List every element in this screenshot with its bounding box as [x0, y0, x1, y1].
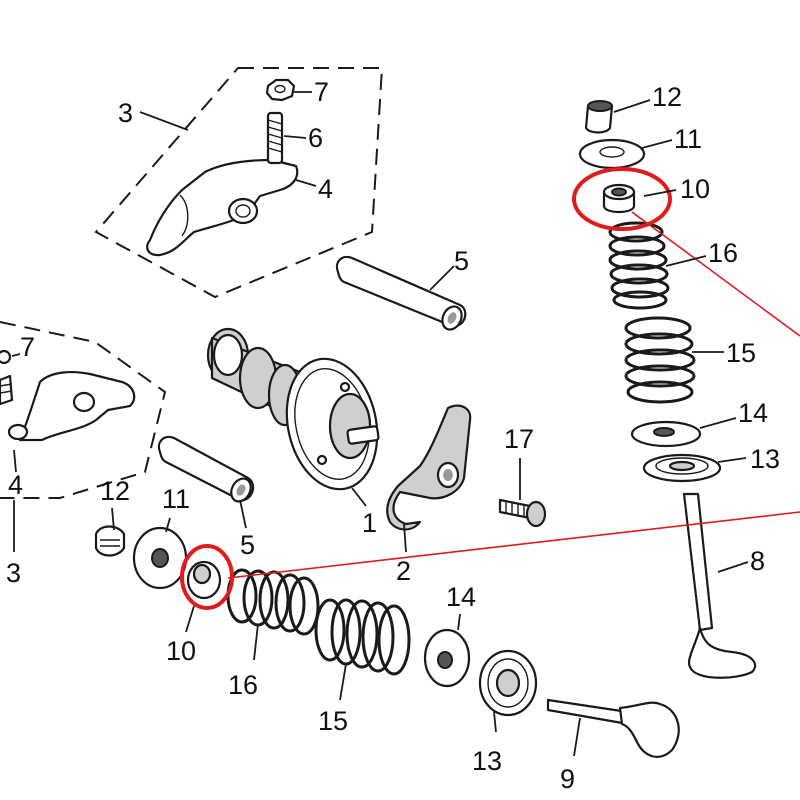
callout-10-left: 10	[166, 636, 196, 666]
callout-13-left: 13	[472, 746, 502, 776]
callout-11-right: 11	[674, 124, 702, 154]
inner-spring-left	[226, 568, 320, 636]
cam-follower-plate	[386, 404, 472, 531]
callout-3-top: 3	[118, 98, 133, 128]
valve-head-right	[687, 626, 757, 679]
callout-4-top: 4	[318, 174, 333, 204]
valve-train-right	[578, 100, 757, 679]
bolt	[498, 498, 547, 528]
callout-8: 8	[750, 546, 765, 576]
lock-nut-top	[265, 78, 296, 102]
highlight-connector-right	[631, 211, 800, 337]
pushrod-left	[157, 435, 255, 503]
dashed-outline-left	[0, 321, 167, 499]
callout-3-left: 3	[6, 558, 21, 588]
callout-4-left: 4	[8, 470, 23, 500]
pushrod-top	[335, 255, 467, 331]
callout-6: 6	[308, 123, 323, 153]
callout-12-left: 12	[100, 476, 130, 506]
callout-1: 1	[362, 508, 377, 538]
callout-11-left: 11	[162, 484, 190, 514]
callout-9: 9	[560, 764, 575, 794]
callout-16-right: 16	[708, 238, 738, 268]
valve-stem-left	[546, 698, 630, 726]
callout-16-left: 16	[228, 670, 258, 700]
callout-5-left: 5	[240, 530, 255, 560]
highlight-group	[180, 167, 800, 610]
rocker-pad-left	[7, 423, 29, 441]
callout-numbers: 3 7 6 4 5 7 4 3 12 11 5 1 2 17 10 16 15 …	[6, 77, 780, 794]
callout-14-right: 14	[738, 398, 768, 428]
valve-stem-right	[682, 492, 714, 632]
lock-nut-left	[0, 349, 12, 365]
camshaft	[206, 327, 380, 491]
rocker-arm-top	[146, 158, 299, 257]
callout-15-left: 15	[318, 706, 348, 736]
outer-spring-left	[314, 598, 411, 676]
collet-left	[94, 525, 126, 557]
callout-2: 2	[396, 556, 411, 586]
spring-retainer-right	[578, 138, 646, 170]
highlight-circle-left	[180, 544, 234, 610]
callout-14-left: 14	[446, 582, 476, 612]
highlight-connector-left	[227, 511, 800, 579]
adjuster-screw-left	[0, 374, 14, 406]
rocker-bore-top	[227, 197, 259, 225]
leader-lines	[11, 91, 749, 757]
callout-7-top: 7	[314, 77, 329, 107]
callout-10-right: 10	[680, 174, 710, 204]
callout-17: 17	[504, 424, 534, 454]
valve-head-left	[618, 701, 680, 758]
callout-5-top: 5	[454, 246, 469, 276]
callout-13-right: 13	[750, 444, 780, 474]
callout-15-right: 15	[726, 338, 756, 368]
outer-spring-right	[624, 316, 696, 404]
inner-spring-right	[608, 221, 670, 310]
rocker-arm-group-top	[94, 67, 384, 299]
callout-12-right: 12	[652, 82, 682, 112]
highlight-circle-right	[572, 167, 672, 231]
rocker-arm-group-left	[0, 321, 167, 499]
callout-7-left: 7	[20, 332, 35, 362]
